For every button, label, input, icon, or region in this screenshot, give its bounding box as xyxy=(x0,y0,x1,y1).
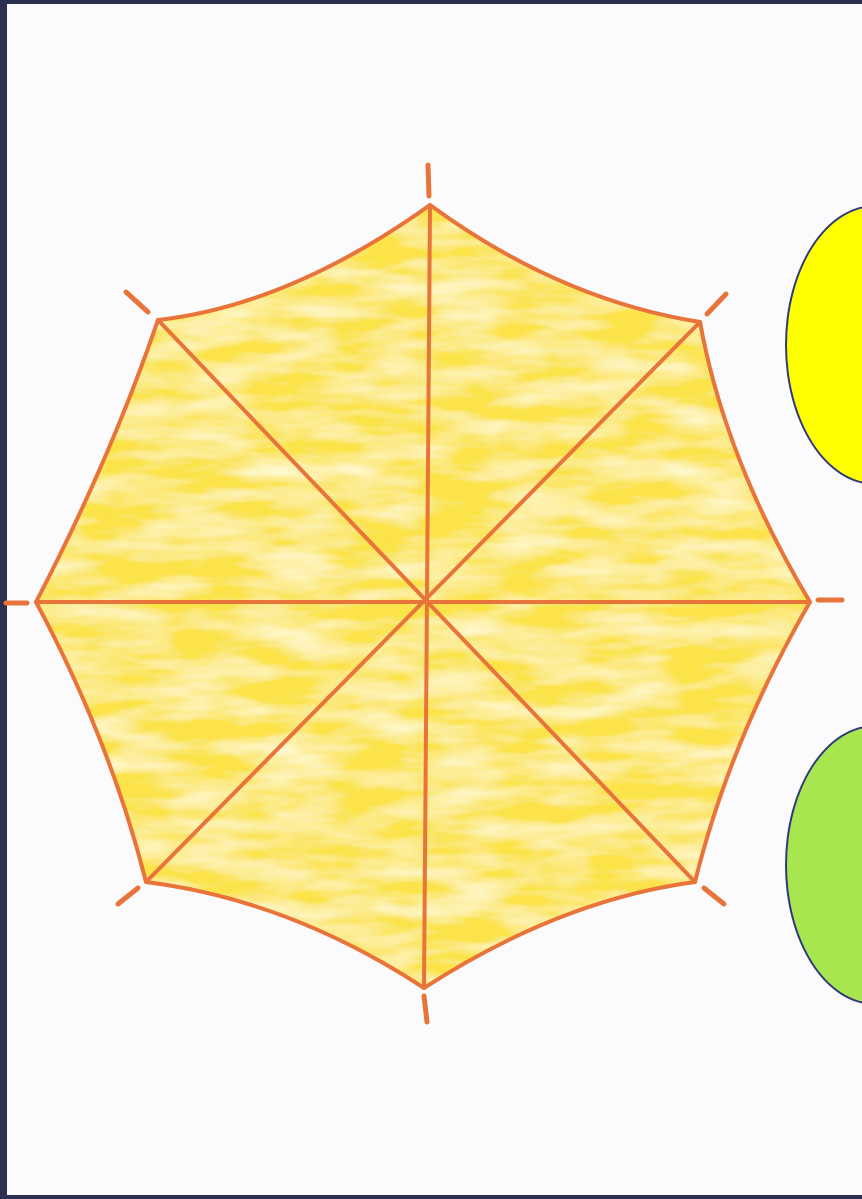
octagon-umbrella-drawing-icon xyxy=(0,0,862,1199)
slide xyxy=(0,0,862,1199)
